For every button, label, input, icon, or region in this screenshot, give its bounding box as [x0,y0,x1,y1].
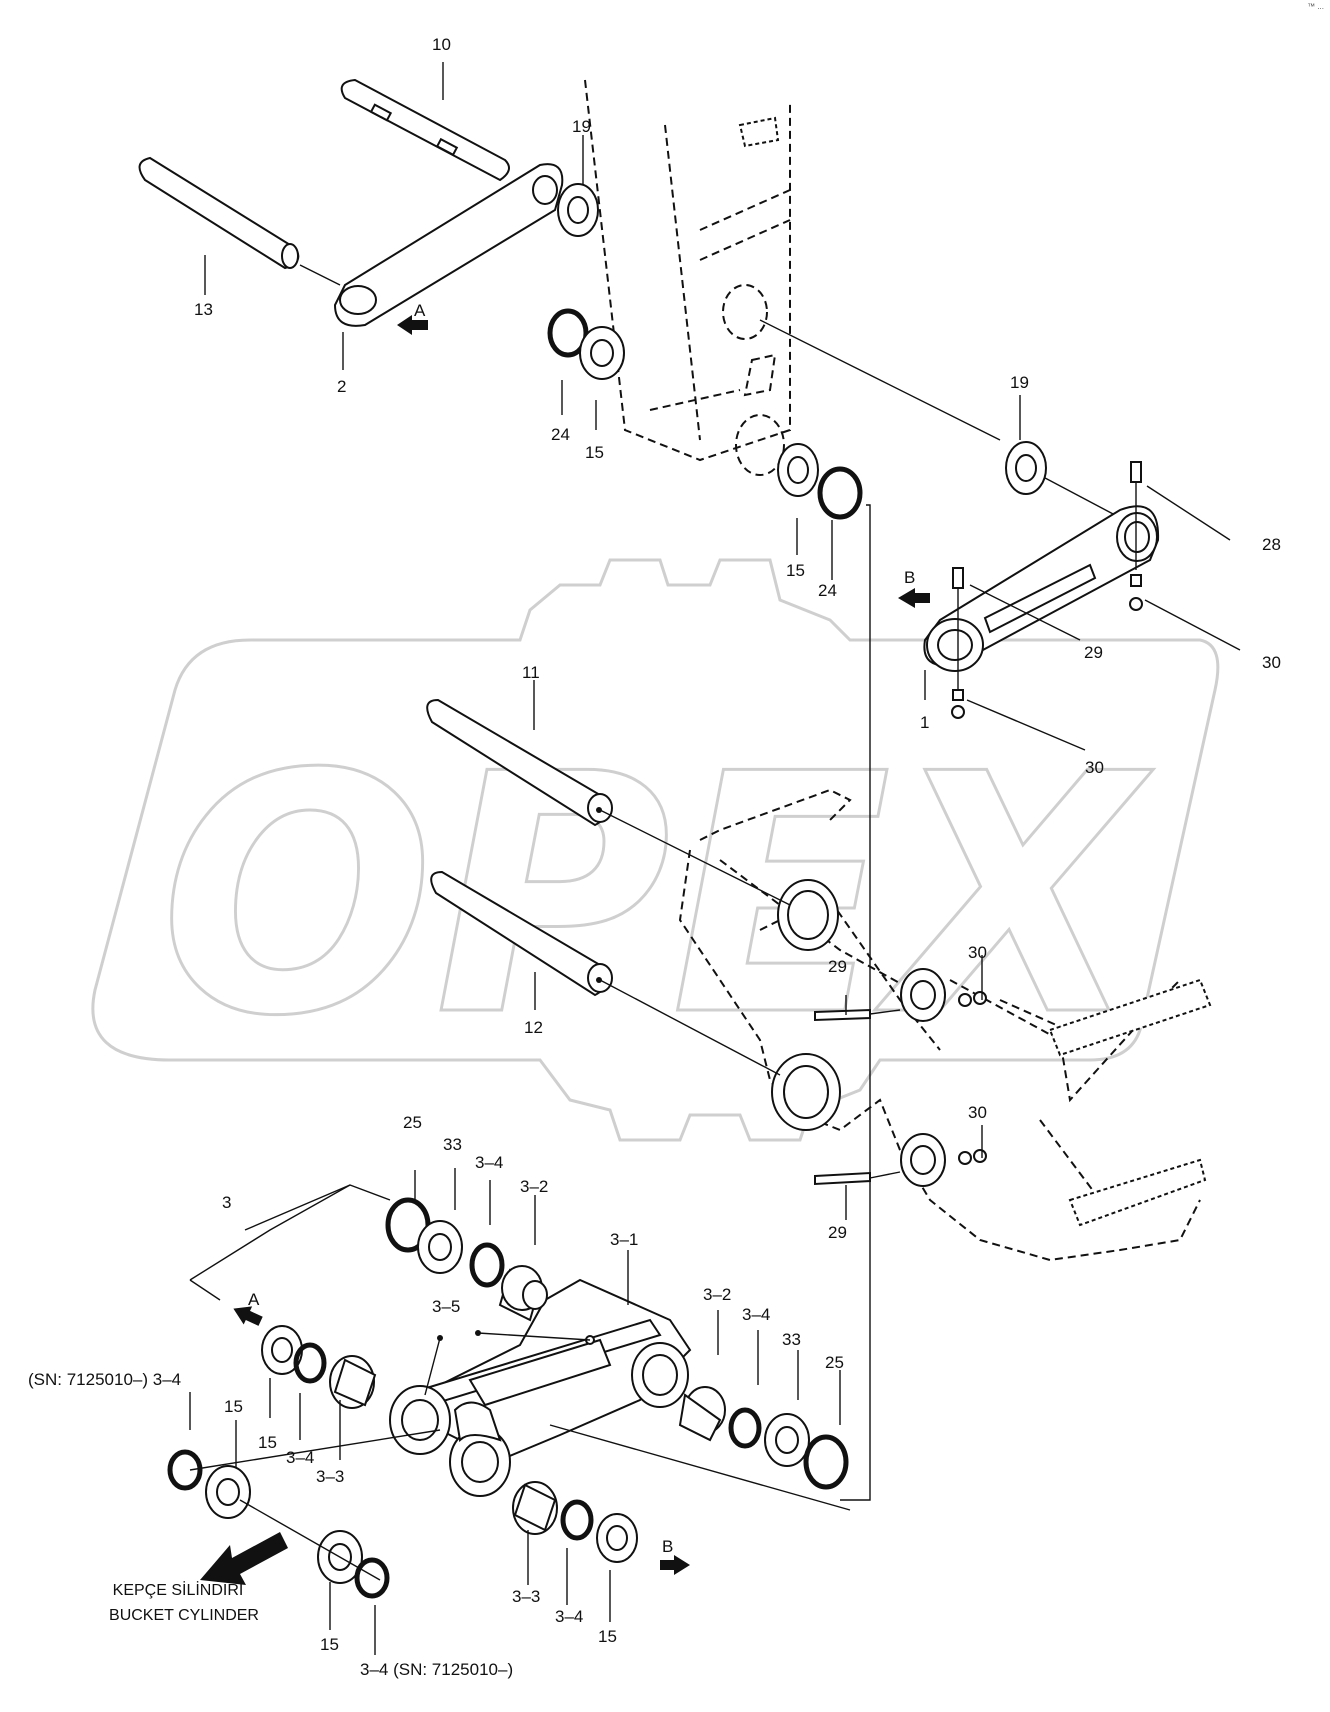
callout-view-b: B [662,1537,673,1556]
callout-leaders [189,62,1021,1655]
link-1 [923,505,1160,672]
view-arrow-b-bottom [660,1555,690,1575]
bucket-cylinder-caption-en: BUCKET CYLINDER [109,1607,259,1624]
view-arrow-b-top [898,588,930,608]
callout-24: 24 [818,581,837,600]
pin-13 [138,156,300,270]
pin-10 [340,78,510,182]
callout-3-3: 3–3 [512,1587,540,1606]
callout-33: 33 [443,1135,462,1154]
oring-24-top [547,308,589,358]
callout-3-2: 3–2 [703,1285,731,1304]
oring-24-mid [817,466,863,520]
callout-12: 12 [524,1018,543,1037]
callout-29: 29 [1084,643,1103,662]
grease-fittings-3-5 [424,1330,595,1396]
callout-11: 11 [522,663,540,682]
oring-3-4-right [728,1407,762,1449]
oring-25-right [803,1434,849,1490]
callout-3-4-sn-left: (SN: 7125010–) 3–4 [28,1370,181,1389]
bolt-28 [1129,461,1143,611]
callout-28: 28 [1262,535,1281,554]
link-3-frame [389,1278,692,1497]
oring-3-4-left [293,1342,327,1384]
view-arrow-a-bottom [233,1306,263,1326]
callout-2: 2 [337,377,346,396]
callout-29: 29 [828,957,847,976]
callout-3-4: 3–4 [555,1607,583,1626]
view-arrow-a-top [397,315,428,335]
callout-15: 15 [598,1627,617,1646]
callout-13: 13 [194,300,213,319]
oring-3-4-sn-bottom [354,1557,390,1599]
callout-15: 15 [258,1433,277,1452]
oring-3-4-sn-left [167,1449,203,1491]
callout-3: 3 [222,1193,231,1212]
bolt-29-top [951,567,965,719]
callout-view-b: B [904,568,915,587]
callout-3-4: 3–4 [475,1153,503,1172]
pin-12 [430,870,613,997]
callout-30: 30 [968,943,987,962]
callout-19: 19 [1010,373,1029,392]
callout-3-4: 3–4 [286,1448,314,1467]
bucket-cylinder-arrow [200,1532,288,1585]
oring-3-4-upper [469,1242,505,1288]
bucket-cylinder-caption-tr: KEPÇE SİLİNDİRİ [113,1580,244,1599]
callout-30: 30 [1262,653,1281,672]
arm-outline [584,79,791,476]
callout-10: 10 [432,35,451,54]
corner-mark: ™ ... [1307,2,1324,11]
callout-view-a: A [414,301,426,320]
bolt-29-low [814,1149,987,1186]
callout-30: 30 [968,1103,987,1122]
pin-11 [426,698,613,827]
callout-15: 15 [585,443,604,462]
callout-3-3: 3–3 [316,1467,344,1486]
callout-3-4: 3–4 [742,1305,770,1324]
link-2 [333,163,564,327]
bushing-3-2-upper [498,1265,548,1322]
callout-1: 1 [920,713,929,732]
callout-24: 24 [551,425,570,444]
callout-3-5: 3–5 [432,1297,460,1316]
callout-33: 33 [782,1330,801,1349]
oring-3-4-lower [560,1499,594,1541]
watermark-text: OPEX [160,704,1153,1088]
callout-19: 19 [572,117,591,136]
bushing-3-3-left [329,1355,377,1409]
bucket-outline [678,788,1212,1262]
callout-3-4-sn-bottom: 3–4 (SN: 7125010–) [360,1660,513,1679]
watermark: OPEX [91,558,1220,1142]
callout-15: 15 [320,1635,339,1654]
callout-3-1: 3–1 [610,1230,638,1249]
bushing-3-3-right [512,1481,558,1535]
callout-25: 25 [825,1353,844,1372]
bushing-3-2-right [678,1386,726,1442]
callout-29: 29 [828,1223,847,1242]
callout-25: 25 [403,1113,422,1132]
bolt-29-mid [814,991,987,1022]
callout-15: 15 [786,561,805,580]
callout-view-a: A [248,1290,260,1309]
callout-15: 15 [224,1397,243,1416]
callout-3-2: 3–2 [520,1177,548,1196]
callout-30: 30 [1085,758,1104,777]
callout-labels: 10 19 13 2 A 24 15 19 28 15 24 B 29 30 1… [28,35,1281,1679]
